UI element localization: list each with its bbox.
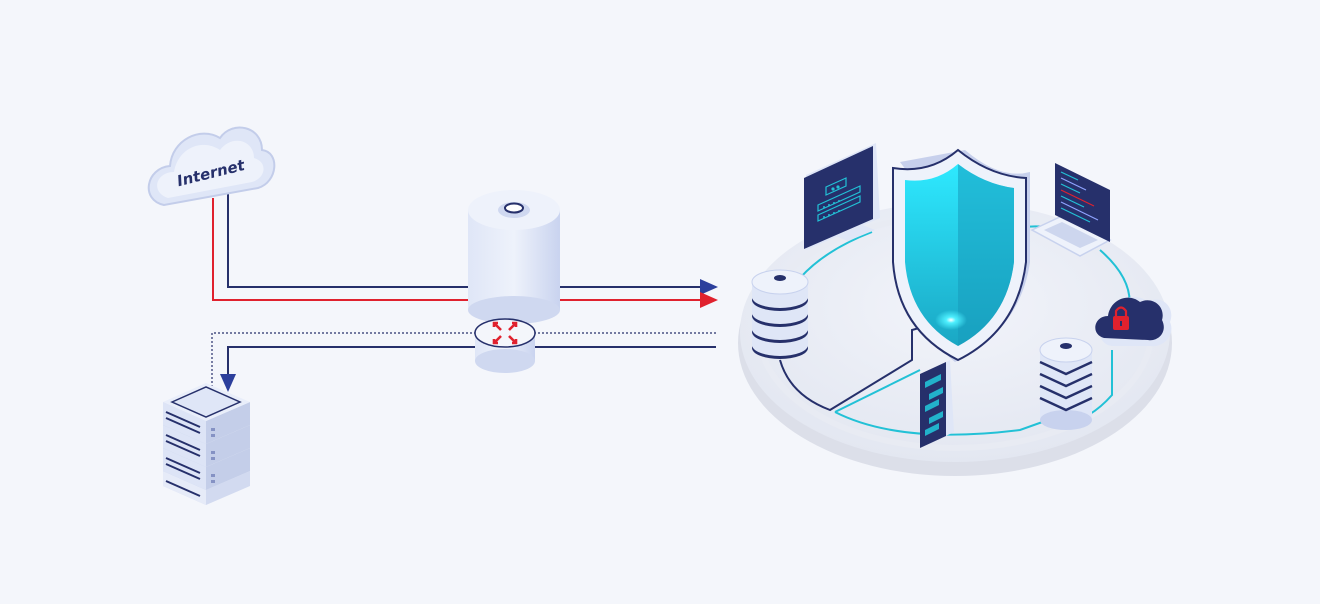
connection-lines	[211, 192, 718, 395]
database-stack-icon	[751, 269, 809, 359]
storage-cylinder-icon	[468, 190, 560, 324]
server-tower-icon	[1039, 337, 1093, 430]
smartphone-chat-icon	[920, 360, 954, 448]
return-navy-line	[220, 346, 716, 392]
inbound-red-line	[212, 198, 718, 308]
laptop-code-icon	[1030, 163, 1112, 257]
shield-icon	[892, 148, 1030, 362]
router-icon	[474, 318, 536, 373]
cloud-lock-icon	[1095, 296, 1172, 347]
server-rack-icon	[163, 383, 250, 505]
monitor-login-icon	[804, 143, 880, 250]
dotted-return-line	[211, 332, 716, 395]
cloud-internet-icon: Internet	[147, 126, 276, 207]
